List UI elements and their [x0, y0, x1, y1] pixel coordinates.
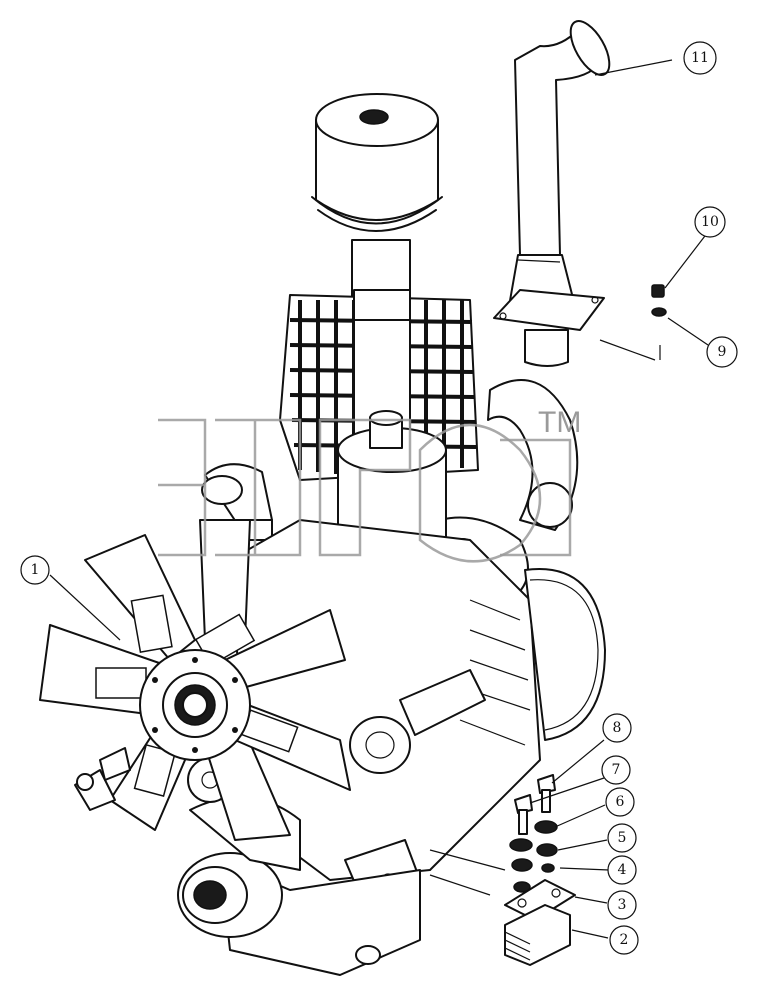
- mount-parts: [429, 284, 667, 966]
- callout-4: 4: [607, 855, 637, 885]
- callout-6: 6: [605, 787, 635, 817]
- callout-7: 7: [601, 755, 631, 785]
- watermark: TM: [158, 406, 581, 563]
- callout-3: 3: [607, 890, 637, 920]
- leader-lines: [49, 59, 709, 939]
- flywheel-housing: [524, 568, 606, 741]
- air-cleaner: [311, 93, 443, 307]
- callout-2: 2: [609, 925, 639, 955]
- callout-5: 5: [607, 823, 637, 853]
- callout-11: 11: [683, 41, 717, 75]
- callout-8: 8: [602, 713, 632, 743]
- callout-10-label: 10: [701, 214, 719, 230]
- callout-7-label: 7: [612, 762, 621, 778]
- callout-1: 1: [20, 555, 50, 585]
- callout-6-label: 6: [616, 794, 625, 810]
- callout-4-label: 4: [618, 862, 627, 878]
- fan: [39, 519, 351, 841]
- engine-mount-left: [74, 747, 131, 811]
- watermark-tm: TM: [538, 406, 581, 439]
- callout-5-label: 5: [618, 830, 627, 846]
- callout-9: 9: [706, 336, 738, 368]
- callout-10: 10: [694, 206, 726, 238]
- callout-2-label: 2: [620, 932, 629, 948]
- callout-3-label: 3: [618, 897, 627, 913]
- exhaust-pipe: [493, 20, 611, 367]
- callout-1-label: 1: [31, 562, 40, 578]
- callout-9-label: 9: [718, 344, 727, 360]
- callout-8-label: 8: [613, 720, 622, 736]
- callout-11-label: 11: [691, 50, 709, 66]
